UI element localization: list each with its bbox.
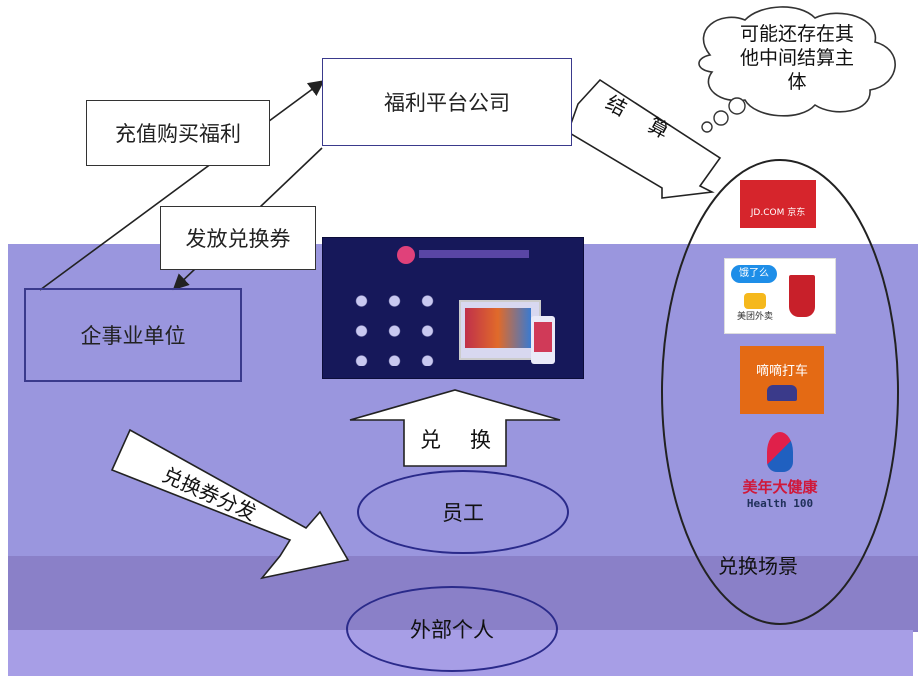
meituan-logo-text: 美团外卖 [736,312,773,322]
meinian-logo: 美年大健康 Health 100 [730,432,830,522]
recharge-label-box: 充值购买福利 [86,100,270,166]
settle-block-arrow [567,78,722,199]
food-delivery-logos: 饿了么 美团外卖 [724,258,836,334]
issue-voucher-box: 发放兑换券 [160,206,316,270]
screenshot-monitor [459,300,541,360]
jd-logo-text: JD.COM 京东 [750,207,806,218]
welfare-platform-box: 福利平台公司 [322,58,572,146]
jd-logo: JD.COM 京东 [740,180,816,228]
external-individual-ellipse: 外部个人 [346,586,558,672]
taxi-icon [767,384,797,401]
scenario-ellipse [661,159,899,625]
external-individual-label: 外部个人 [410,618,494,642]
didi-logo: 嘀嘀打车 [740,346,824,414]
red-shield-logo [789,275,815,317]
cloud-shape [698,6,896,117]
redeem-label: 兑 换 [420,428,495,452]
recharge-label: 充值购买福利 [115,122,241,146]
meituan-logo: 美团外卖 [733,293,777,327]
screenshot-icon-grid [345,286,445,366]
welfare-platform-label: 福利平台公司 [384,91,510,115]
platform-screenshot [322,237,584,379]
distribution-block-arrow [110,428,350,580]
meinian-logo-text: 美年大健康 [742,478,818,496]
cloud-note: 可能还存在其他中间结算主体 [739,23,854,93]
health100-logo-text: Health 100 [746,497,814,510]
meinian-figure-icon [767,432,793,472]
screenshot-logo-icon [397,246,415,264]
employee-ellipse: 员工 [357,470,569,554]
issue-voucher-label: 发放兑换券 [185,227,291,251]
recharge-arrow-line [39,80,325,291]
screenshot-title-bar [419,250,529,258]
redeem-scenarios-label: 兑换场景 [718,554,798,578]
screenshot-phone [531,316,555,364]
enterprise-box: 企事业单位 [24,288,242,382]
employee-label: 员工 [442,501,484,525]
enterprise-label: 企事业单位 [80,324,186,348]
redeem-block-arrow [349,389,561,467]
eleme-logo: 饿了么 [731,265,777,283]
eleme-logo-text: 饿了么 [739,268,769,279]
didi-logo-text: 嘀嘀打车 [755,363,808,379]
